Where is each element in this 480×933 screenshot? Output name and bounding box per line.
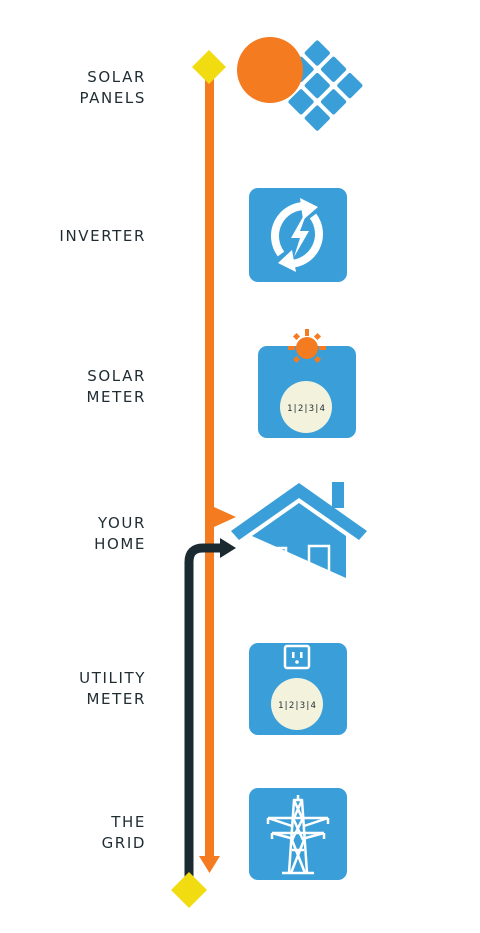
meter-dial — [271, 678, 323, 730]
label-solar-meter: SOLAR METER — [6, 366, 146, 408]
label-your-home: YOUR HOME — [6, 513, 146, 555]
bottom-node-diamond — [171, 872, 207, 908]
label-line: HOME — [94, 535, 146, 553]
inverter-cycle-icon — [249, 188, 347, 282]
utility-meter-icon: 1|2|3|4 — [249, 643, 347, 735]
label-line: THE — [111, 813, 146, 831]
label-utility-meter: UTILITY METER — [6, 668, 146, 710]
label-line: UTILITY — [79, 669, 146, 687]
solar-flow-arrowhead — [199, 856, 220, 873]
label-inverter: INVERTER — [6, 226, 146, 247]
meter-digits-1: 1|2|3|4 — [287, 404, 325, 414]
meter-dial — [280, 381, 332, 433]
label-the-grid: THE GRID — [6, 812, 146, 854]
house-icon — [231, 482, 367, 586]
label-solar-panels: SOLAR PANELS — [6, 67, 146, 109]
grid-flow-path — [184, 543, 222, 880]
outlet-icon — [283, 644, 311, 670]
label-line: PANELS — [79, 89, 146, 107]
label-line: METER — [86, 690, 146, 708]
grid-to-home-arrow — [220, 538, 236, 558]
label-line: SOLAR — [87, 367, 146, 385]
solar-meter-icon: 1|2|3|4 — [258, 329, 356, 438]
solar-flow-line — [199, 76, 236, 873]
door-icon — [307, 544, 331, 586]
solar-to-home-arrow — [214, 507, 236, 527]
window-icon — [270, 546, 288, 564]
small-sun-icon — [288, 329, 326, 364]
label-line: INVERTER — [59, 227, 146, 245]
label-line: YOUR — [98, 514, 146, 532]
meter-digits-2: 1|2|3|4 — [278, 701, 316, 711]
top-node-diamond — [192, 50, 226, 84]
label-line: METER — [86, 388, 146, 406]
bolt-icon — [291, 215, 309, 257]
label-line: GRID — [101, 834, 146, 852]
grid-flow-line — [184, 538, 236, 880]
sun-icon — [237, 37, 303, 103]
solar-flow-shaft — [205, 76, 214, 860]
power-tower-icon — [249, 788, 347, 880]
label-line: SOLAR — [87, 68, 146, 86]
sun-solar-panel-icon — [237, 37, 363, 131]
